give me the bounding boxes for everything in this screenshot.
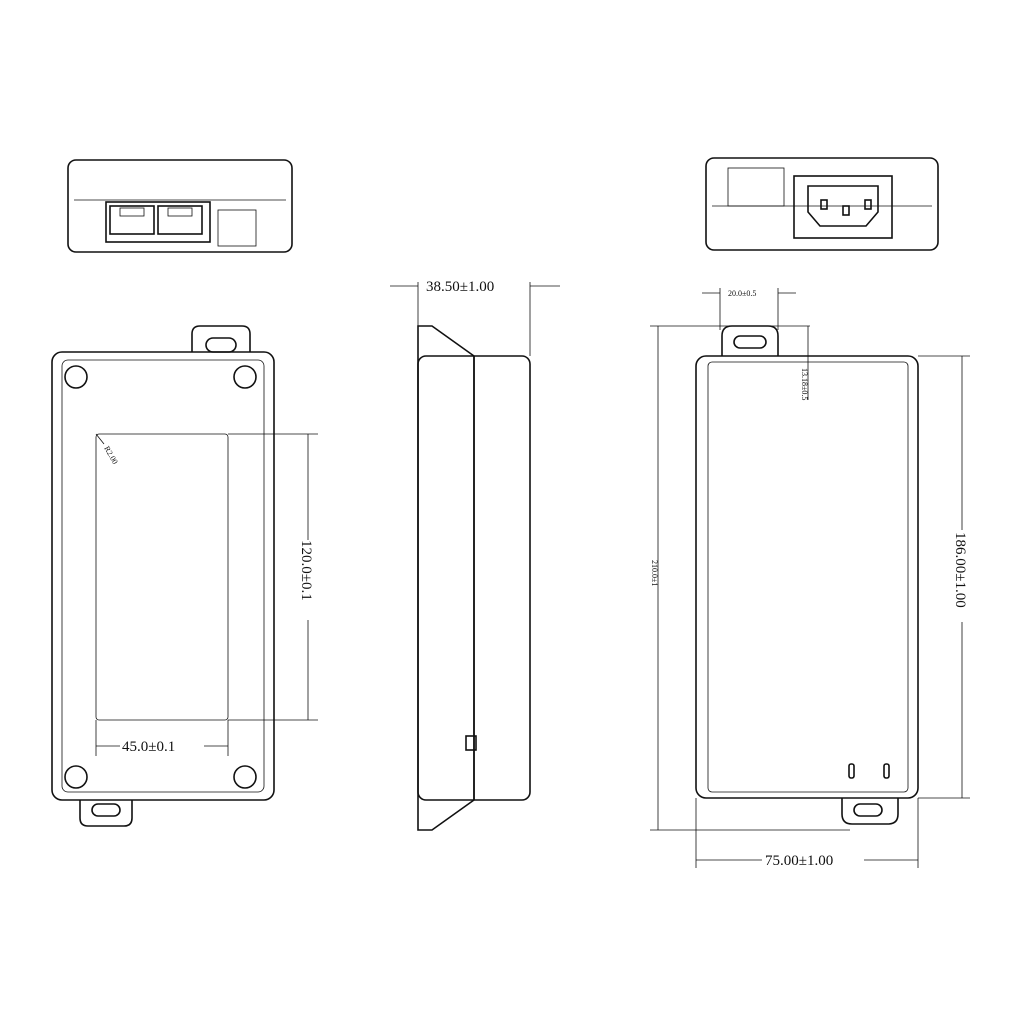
switch-icon xyxy=(465,735,477,751)
screw-hole-icon xyxy=(64,765,88,789)
mounting-hole-icon xyxy=(853,803,883,817)
screw-hole-icon xyxy=(233,365,257,389)
label-window xyxy=(95,433,229,721)
rj45-port-pair xyxy=(105,201,211,243)
end-view-ac-inlet xyxy=(705,157,939,251)
tab-height-dim: 13.18±0.5 xyxy=(800,368,809,400)
screw-hole-icon xyxy=(64,365,88,389)
rj45-port-icon xyxy=(157,205,203,235)
overall-length-dim: 210.0±1 xyxy=(650,560,659,586)
body-width-dim: 75.00±1.00 xyxy=(765,853,833,869)
bottom-view: R2.00 120.0±0.1 45.0±0.1 xyxy=(51,325,318,827)
led-icon xyxy=(883,763,890,779)
screw-hole-icon xyxy=(233,765,257,789)
led-icon xyxy=(848,763,855,779)
corner-radius-label: R2.00 xyxy=(102,445,119,466)
mounting-hole-icon xyxy=(205,337,237,353)
label-window-width-dim: 45.0±0.1 xyxy=(122,739,175,755)
tab-width-dim: 20.0±0.5 xyxy=(728,289,756,298)
label-window-height-dim: 120.0±0.1 xyxy=(298,540,314,601)
mounting-hole-icon xyxy=(733,335,767,349)
body-length-dim: 186.00±1.00 xyxy=(952,532,968,608)
iec-c14-inlet-icon xyxy=(793,175,893,239)
mounting-hole-icon xyxy=(91,803,121,817)
top-view: 20.0±0.5 13.18±0.5 210.0±1 186.00±1.00 7… xyxy=(650,288,970,869)
side-view: 38.50±1.00 xyxy=(390,279,560,831)
end-view-rj45 xyxy=(67,159,293,253)
side-depth-dim: 38.50±1.00 xyxy=(426,279,494,295)
rj45-port-icon xyxy=(109,205,155,235)
